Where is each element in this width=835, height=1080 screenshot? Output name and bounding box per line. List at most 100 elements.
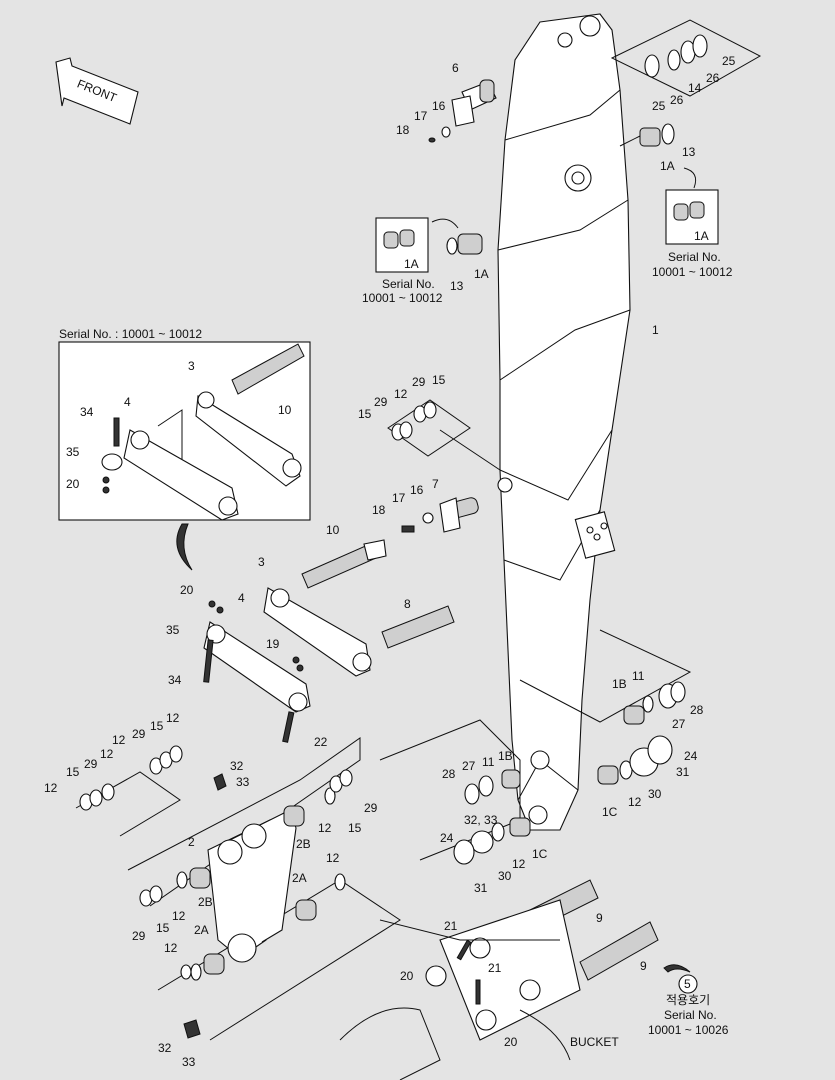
callout-2B: 2B	[296, 837, 311, 851]
callout-17: 17	[392, 491, 406, 505]
serial-right-range: 10001 ~ 10012	[652, 265, 733, 279]
callout-12: 12	[318, 821, 332, 835]
callout-6: 6	[452, 61, 459, 75]
callout-29: 29	[132, 929, 146, 943]
callout-28: 28	[442, 767, 456, 781]
callout-19: 19	[266, 637, 280, 651]
callout-12: 12	[112, 733, 126, 747]
callout-32-33: 32, 33	[464, 813, 498, 827]
callout-24: 24	[684, 749, 698, 763]
inset-callout-3: 3	[188, 359, 195, 373]
callout-12: 12	[394, 387, 408, 401]
callout-24: 24	[440, 831, 454, 845]
callout-30: 30	[648, 787, 662, 801]
top-right-bushings	[610, 19, 762, 147]
callout-4: 4	[238, 591, 245, 605]
inset-callout-34: 34	[80, 405, 94, 419]
callout-11: 11	[632, 669, 645, 683]
callout-2A: 2A	[194, 923, 209, 937]
callout-12: 12	[628, 795, 642, 809]
callout-12: 12	[164, 941, 178, 955]
front-arrow: FRONT	[55, 57, 139, 125]
bottom-korean: 적용호기	[666, 993, 710, 1007]
callout-1: 1	[652, 323, 659, 337]
callout-30: 30	[498, 869, 512, 883]
serial-left-box	[375, 217, 483, 273]
bucket-area	[339, 879, 698, 1080]
callout-20: 20	[504, 1035, 518, 1049]
callout-29: 29	[412, 375, 426, 389]
seal-group-upper	[387, 399, 501, 471]
arm-body	[497, 13, 631, 831]
callout-12: 12	[326, 851, 340, 865]
callout-2B: 2B	[198, 895, 213, 909]
callouts: 25 26 14 25 26 6 16 17 18 13 1A 1A 1A 1A…	[44, 54, 736, 1069]
pin-6	[428, 79, 497, 143]
seal-stacks-left	[75, 745, 353, 980]
bucket-label: BUCKET	[570, 1035, 619, 1049]
callout-21: 21	[444, 919, 458, 933]
callout-34: 34	[168, 673, 182, 687]
callout-12: 12	[100, 747, 114, 761]
callout-1A: 1A	[474, 267, 489, 281]
inset-callout-20: 20	[66, 477, 80, 491]
callout-21: 21	[488, 961, 502, 975]
callout-20: 20	[180, 583, 194, 597]
callout-9: 9	[596, 911, 603, 925]
callout-15: 15	[432, 373, 446, 387]
hardware-32-33	[183, 773, 227, 1039]
callout-16: 16	[410, 483, 424, 497]
callout-25: 25	[652, 99, 666, 113]
callout-1A: 1A	[694, 229, 709, 243]
callout-28: 28	[690, 703, 704, 717]
callout-18: 18	[372, 503, 386, 517]
callout-8: 8	[404, 597, 411, 611]
callout-29: 29	[374, 395, 388, 409]
serial-left-title: Serial No.	[382, 277, 435, 291]
callout-13: 13	[450, 279, 464, 293]
callout-27: 27	[462, 759, 476, 773]
callout-29: 29	[84, 757, 98, 771]
callout-32: 32	[230, 759, 244, 773]
callout-12: 12	[512, 857, 526, 871]
callout-7: 7	[432, 477, 439, 491]
callout-31: 31	[474, 881, 488, 895]
callout-2A: 2A	[292, 871, 307, 885]
callout-26: 26	[706, 71, 720, 85]
callout-1A: 1A	[404, 257, 419, 271]
callout-33: 33	[236, 775, 250, 789]
serial-left-range: 10001 ~ 10012	[362, 291, 443, 305]
callout-16: 16	[432, 99, 446, 113]
inset-arrow	[176, 523, 193, 571]
callout-31: 31	[676, 765, 690, 779]
serial-right-box	[665, 167, 719, 245]
callout-15: 15	[66, 765, 80, 779]
link-2-assembly	[127, 737, 401, 1041]
callout-15: 15	[156, 921, 170, 935]
inset-callout-35: 35	[66, 445, 80, 459]
arm-bottom-bushings	[379, 629, 692, 865]
callout-29: 29	[364, 801, 378, 815]
inset-serial-title: Serial No. : 10001 ~ 10012	[59, 327, 202, 341]
bottom-serial-range: 10001 ~ 10026	[648, 1023, 729, 1037]
callout-15: 15	[358, 407, 372, 421]
serial-right-title: Serial No.	[668, 250, 721, 264]
callout-1C: 1C	[602, 805, 618, 819]
callout-25: 25	[722, 54, 736, 68]
callout-20: 20	[400, 969, 414, 983]
callout-26: 26	[670, 93, 684, 107]
callout-29: 29	[132, 727, 146, 741]
callout-33: 33	[182, 1055, 196, 1069]
callout-10: 10	[326, 523, 340, 537]
callout-1B: 1B	[498, 749, 513, 763]
callout-13: 13	[682, 145, 696, 159]
callout-15: 15	[150, 719, 164, 733]
callout-17: 17	[414, 109, 428, 123]
callout-12: 12	[44, 781, 58, 795]
callout-2: 2	[188, 835, 195, 849]
linkage-main	[203, 539, 455, 743]
callout-9: 9	[640, 959, 647, 973]
bottom-circle-num: 5	[684, 977, 691, 991]
callout-22: 22	[314, 735, 328, 749]
